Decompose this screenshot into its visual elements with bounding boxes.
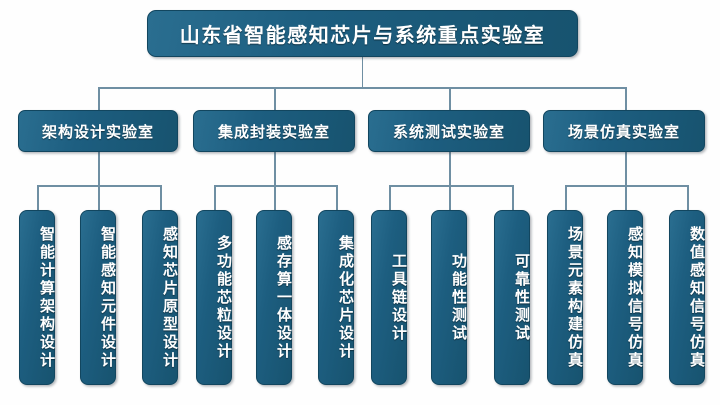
node-leaf-scene-element-construction-simulation[interactable]: 场景元素构建仿真 [547, 210, 584, 385]
node-group-scene-simulation-lab[interactable]: 场景仿真实验室 [543, 110, 705, 152]
node-leaf-multifunction-chiplet-design[interactable]: 多功能芯粒设计 [196, 210, 233, 385]
connector-group-3-leaf-1 [625, 185, 627, 210]
node-leaf-numerical-sensing-signal-simulation[interactable]: 数值感知信号仿真 [669, 210, 706, 385]
node-leaf-sense-store-compute-integration-design[interactable]: 感存算一体设计 [256, 210, 293, 385]
node-leaf-toolchain-design[interactable]: 工具链设计 [371, 210, 408, 385]
node-leaf-reliability-testing[interactable]: 可靠性测试 [494, 210, 531, 385]
connector-bus-to-group-0 [98, 87, 100, 110]
node-leaf-integrated-chip-design[interactable]: 集成化芯片设计 [318, 210, 355, 385]
leaf-label: 工具链设计 [390, 252, 408, 343]
leaf-label: 可靠性测试 [513, 252, 531, 343]
leaf-label: 感存算一体设计 [275, 234, 293, 361]
node-leaf-intelligent-computing-architecture-design[interactable]: 智能计算架构设计 [19, 210, 56, 385]
connector-group-2-leaf-1 [449, 185, 451, 210]
connector-group-2-bus [389, 185, 512, 187]
leaf-label: 智能感知元件设计 [99, 225, 117, 370]
connector-group-0-drop [98, 152, 100, 185]
connector-group-3-leaf-0 [565, 185, 567, 210]
connector-level2-bus [98, 87, 626, 89]
connector-group-1-leaf-2 [336, 185, 338, 210]
leaf-label: 场景元素构建仿真 [566, 225, 584, 370]
node-root-lab-title[interactable]: 山东省智能感知芯片与系统重点实验室 [147, 10, 578, 57]
node-leaf-functional-testing[interactable]: 功能性测试 [431, 210, 468, 385]
connector-title-drop [361, 57, 363, 87]
connector-bus-to-group-1 [274, 87, 276, 110]
leaf-label: 多功能芯粒设计 [215, 234, 233, 361]
node-leaf-intelligent-sensing-component-design[interactable]: 智能感知元件设计 [80, 210, 117, 385]
node-leaf-sensing-chip-prototype-design[interactable]: 感知芯片原型设计 [142, 210, 179, 385]
leaf-label: 感知芯片原型设计 [161, 225, 179, 370]
connector-group-0-leaf-2 [160, 185, 162, 210]
node-group-architecture-design-lab[interactable]: 架构设计实验室 [18, 110, 178, 152]
connector-bus-to-group-2 [449, 87, 451, 110]
connector-group-1-leaf-0 [214, 185, 216, 210]
node-group-system-test-lab[interactable]: 系统测试实验室 [368, 110, 530, 152]
connector-group-1-drop [274, 152, 276, 185]
node-group-integrated-packaging-lab[interactable]: 集成封装实验室 [193, 110, 355, 152]
leaf-label: 集成化芯片设计 [337, 234, 355, 361]
leaf-label: 数值感知信号仿真 [688, 225, 706, 370]
connector-group-1-leaf-1 [274, 185, 276, 210]
connector-group-2-leaf-0 [389, 185, 391, 210]
connector-group-0-leaf-1 [98, 185, 100, 210]
node-leaf-sensing-analog-signal-simulation[interactable]: 感知模拟信号仿真 [607, 210, 644, 385]
leaf-label: 功能性测试 [450, 252, 468, 343]
connector-group-2-drop [449, 152, 451, 185]
connector-group-3-leaf-2 [687, 185, 689, 210]
connector-bus-to-group-3 [625, 87, 627, 110]
connector-group-0-leaf-0 [37, 185, 39, 210]
connector-group-2-leaf-2 [512, 185, 514, 210]
connector-group-3-drop [625, 152, 627, 185]
leaf-label: 感知模拟信号仿真 [626, 225, 644, 370]
leaf-label: 智能计算架构设计 [38, 225, 56, 370]
